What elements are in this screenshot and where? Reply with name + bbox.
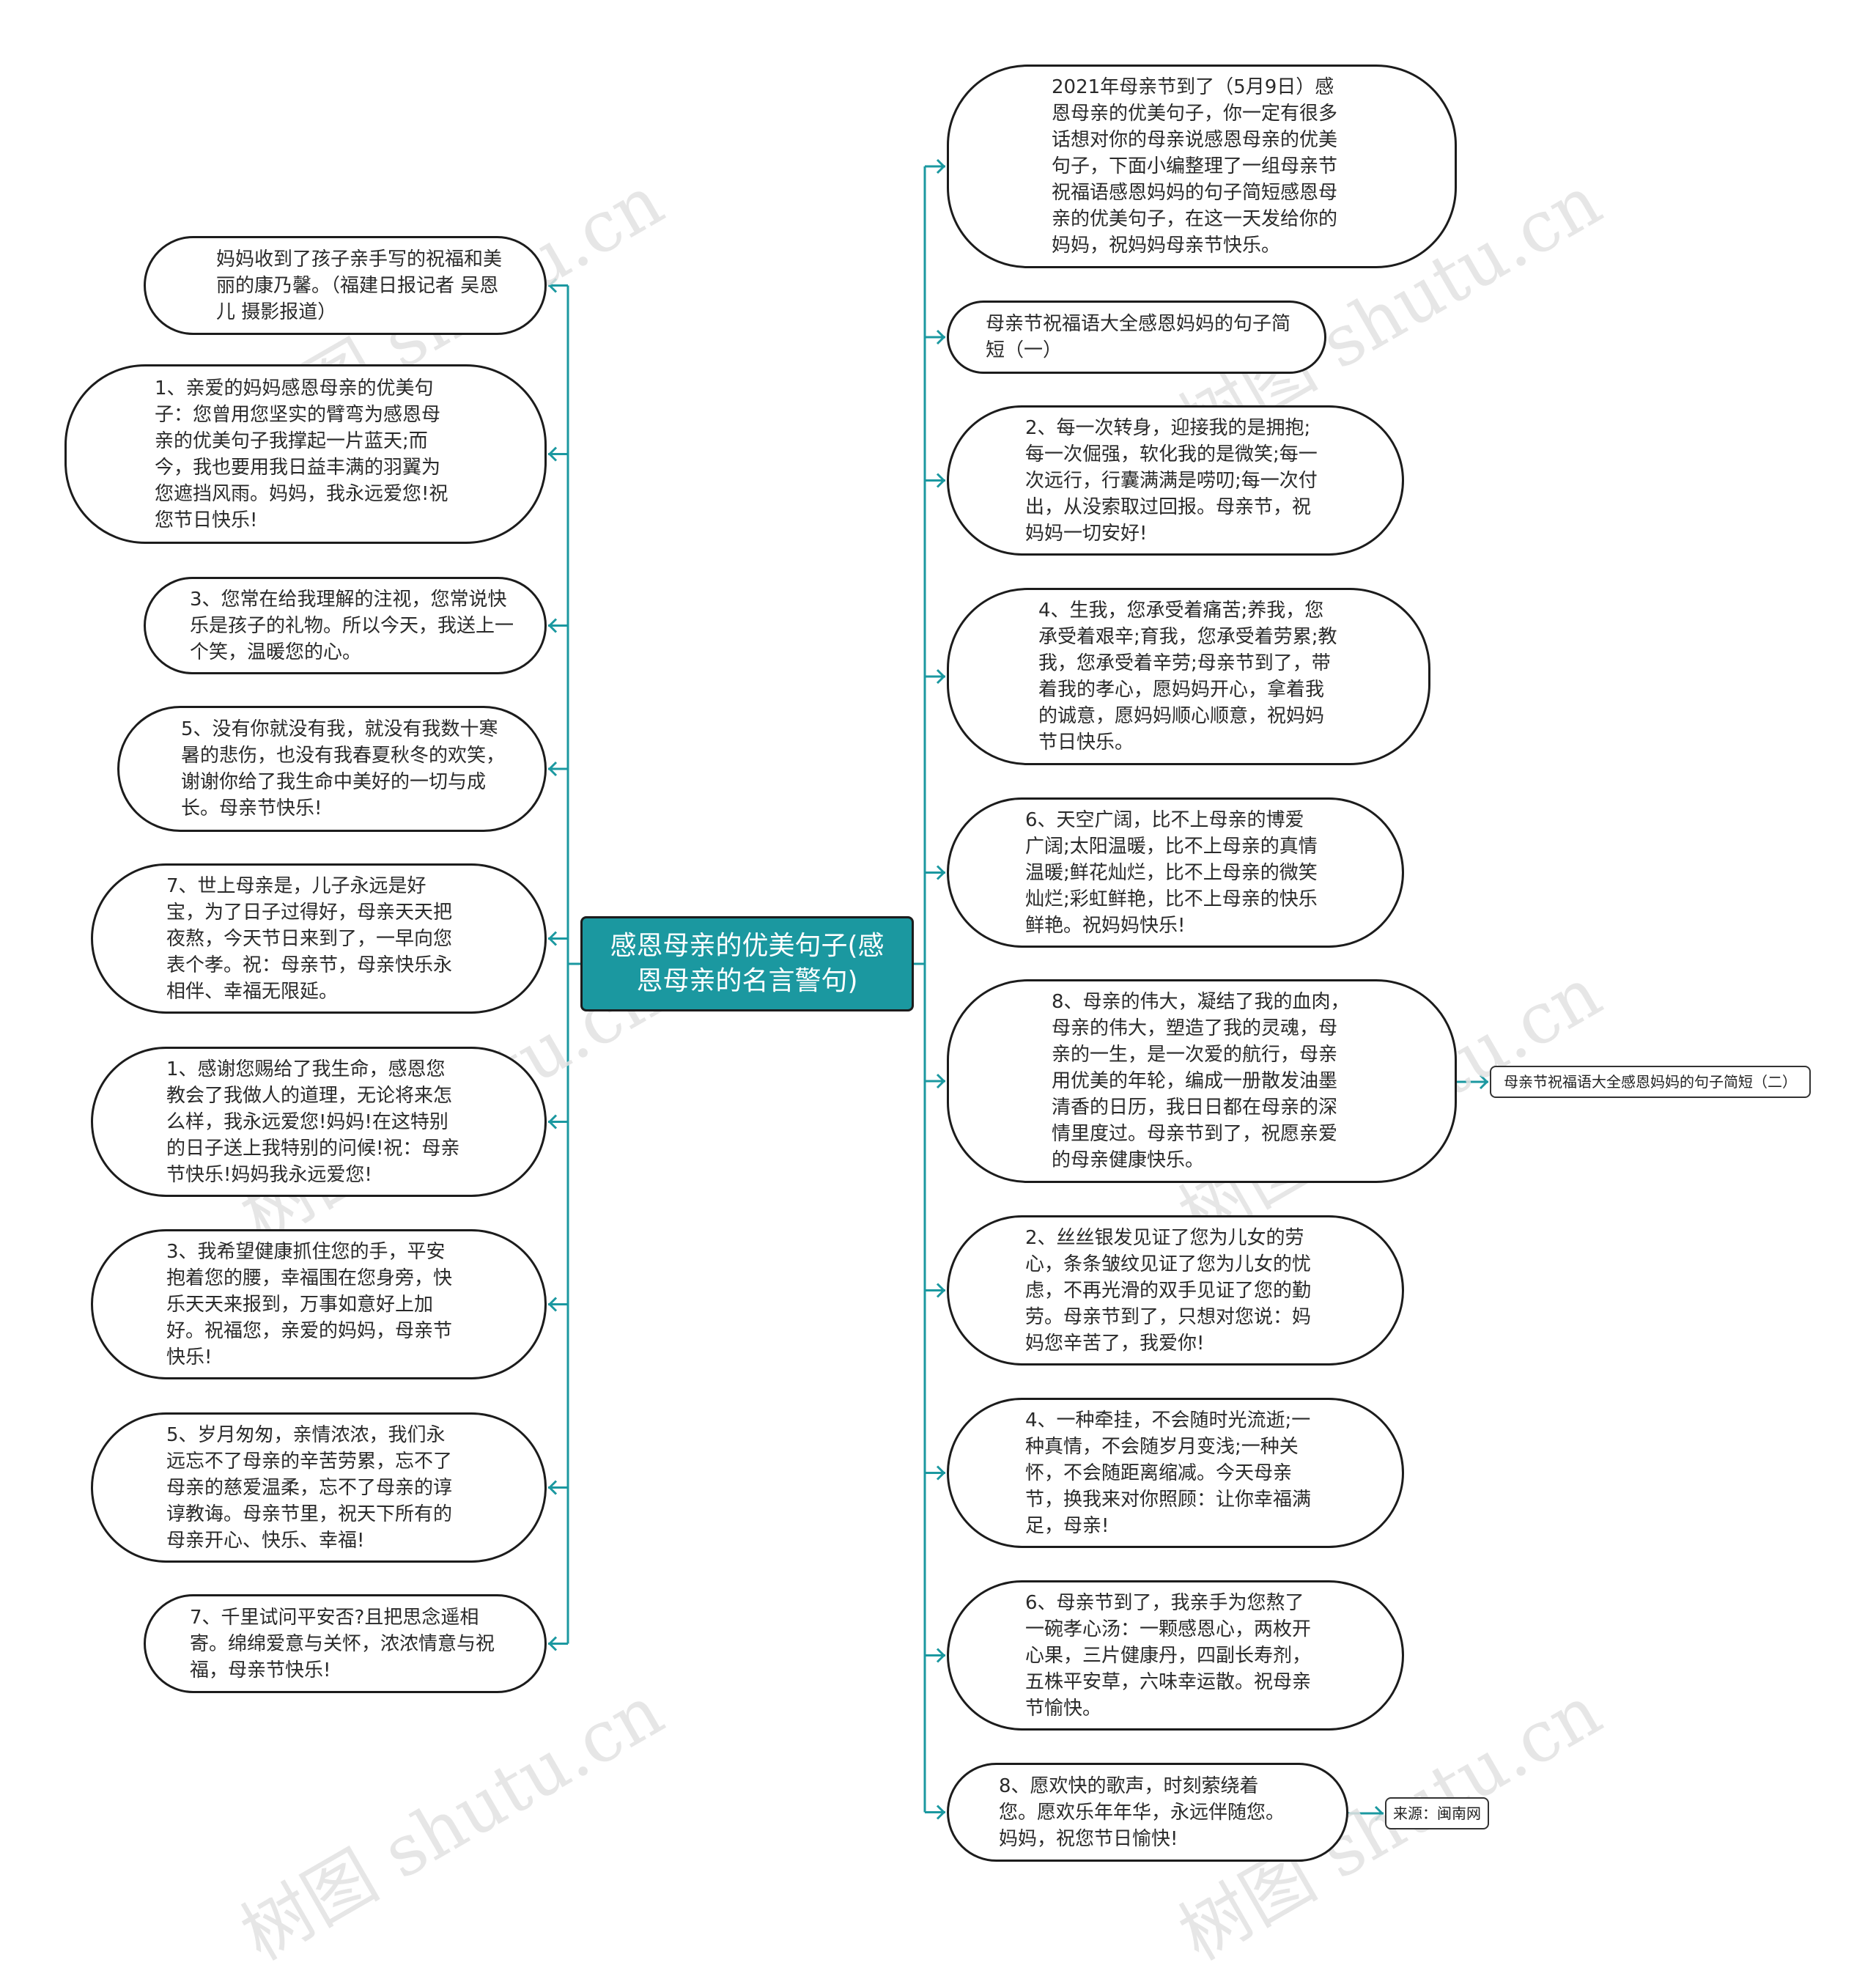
right-node-2[interactable]: 母亲节祝福语大全感恩妈妈的句子简短（一） xyxy=(947,301,1326,374)
left-node-8[interactable]: 5、岁月匆匆，亲情浓浓，我们永远忘不了母亲的辛苦劳累，忘不了母亲的慈爱温柔，忘不… xyxy=(91,1412,547,1563)
leaf-section-two[interactable]: 母亲节祝福语大全感恩妈妈的句子简短（二） xyxy=(1490,1066,1811,1098)
left-node-1[interactable]: 妈妈收到了孩子亲手写的祝福和美丽的康乃馨。（福建日报记者 吴恩儿 摄影报道） xyxy=(144,236,547,335)
connector-arrow xyxy=(547,1636,558,1651)
connector-arrow xyxy=(936,865,946,880)
connector-arrow xyxy=(547,1297,558,1312)
connector-arrow xyxy=(936,473,946,488)
right-node-1[interactable]: 2021年母亲节到了（5月9日）感恩母亲的优美句子，你一定有很多话想对你的母亲说… xyxy=(947,65,1457,268)
connector-arrow xyxy=(547,278,558,293)
right-node-5[interactable]: 6、天空广阔，比不上母亲的博爱广阔;太阳温暖，比不上母亲的真情温暖;鲜花灿烂，比… xyxy=(947,797,1404,948)
connector-arrow xyxy=(936,329,946,345)
connector-arrow xyxy=(547,931,558,946)
connector-arrow xyxy=(936,1648,946,1663)
connector-arrow xyxy=(547,1114,558,1129)
connector-arrow xyxy=(547,618,558,633)
connector-arrow xyxy=(936,158,946,174)
connector-arrow xyxy=(936,668,946,685)
right-node-10[interactable]: 8、愿欢快的歌声，时刻萦绕着您。愿欢乐年年华，永远伴随您。妈妈，祝您节日愉快! xyxy=(947,1763,1348,1862)
left-node-3[interactable]: 3、您常在给我理解的注视，您常说快乐是孩子的礼物。所以今天，我送上一个笑，温暖您… xyxy=(144,577,547,674)
connector-arrow xyxy=(936,1465,946,1481)
right-node-3[interactable]: 2、每一次转身，迎接我的是拥抱;每一次倔强，软化我的是微笑;每一次远行，行囊满满… xyxy=(947,405,1404,556)
connector-arrow xyxy=(936,1805,946,1820)
connector-arrow xyxy=(1479,1074,1489,1090)
right-node-4[interactable]: 4、生我，您承受着痛苦;养我，您承受着艰辛;育我，您承受着劳累;教我，您承受着辛… xyxy=(947,588,1430,765)
connector-arrow xyxy=(547,446,558,462)
mind-map-canvas: 树图 shutu.cn 树图 shutu.cn 树图 shutu.cn 树图 s… xyxy=(64,65,1811,1976)
connector-arrow xyxy=(936,1283,946,1298)
right-node-7[interactable]: 2、丝丝银发见证了您为儿女的劳心，条条皱纹见证了您为儿女的忧虑，不再光滑的双手见… xyxy=(947,1215,1404,1366)
left-node-5[interactable]: 7、世上母亲是，儿子永远是好宝，为了日子过得好，母亲天天把夜熬，今天节日来到了，… xyxy=(91,863,547,1014)
left-node-2[interactable]: 1、亲爱的妈妈感恩母亲的优美句子：您曾用您坚实的臂弯为感恩母亲的优美句子我撑起一… xyxy=(64,364,547,544)
left-node-6[interactable]: 1、感谢您赐给了我生命，感恩您教会了我做人的道理，无论将来怎么样，我永远爱您!妈… xyxy=(91,1047,547,1197)
right-node-8[interactable]: 4、一种牵挂，不会随时光流逝;一种真情，不会随岁月变浅;一种关怀，不会随距离缩减… xyxy=(947,1398,1404,1548)
leaf-source[interactable]: 来源：闽南网 xyxy=(1385,1797,1489,1829)
connector-arrow xyxy=(547,761,558,777)
right-node-6[interactable]: 8、母亲的伟大，凝结了我的血肉，母亲的伟大，塑造了我的灵魂，母亲的一生，是一次爱… xyxy=(947,979,1457,1183)
connector-arrow xyxy=(936,1073,946,1089)
connector-arrow xyxy=(547,1480,558,1495)
central-topic[interactable]: 感恩母亲的优美句子(感恩母亲的名言警句) xyxy=(580,916,914,1011)
left-node-7[interactable]: 3、我希望健康抓住您的手，平安抱着您的腰，幸福围在您身旁，快乐天天来报到，万事如… xyxy=(91,1229,547,1379)
left-node-9[interactable]: 7、千里试问平安否?且把思念遥相寄。绵绵爱意与关怀，浓浓情意与祝福，母亲节快乐! xyxy=(144,1594,547,1693)
connector-arrow xyxy=(1374,1805,1384,1821)
left-node-4[interactable]: 5、没有你就没有我，就没有我数十寒暑的悲伤，也没有我春夏秋冬的欢笑，谢谢你给了我… xyxy=(117,706,547,832)
connector-lines xyxy=(547,158,1489,1821)
right-node-9[interactable]: 6、母亲节到了，我亲手为您熬了一碗孝心汤：一颗感恩心，两枚开心果，三片健康丹，四… xyxy=(947,1580,1404,1731)
